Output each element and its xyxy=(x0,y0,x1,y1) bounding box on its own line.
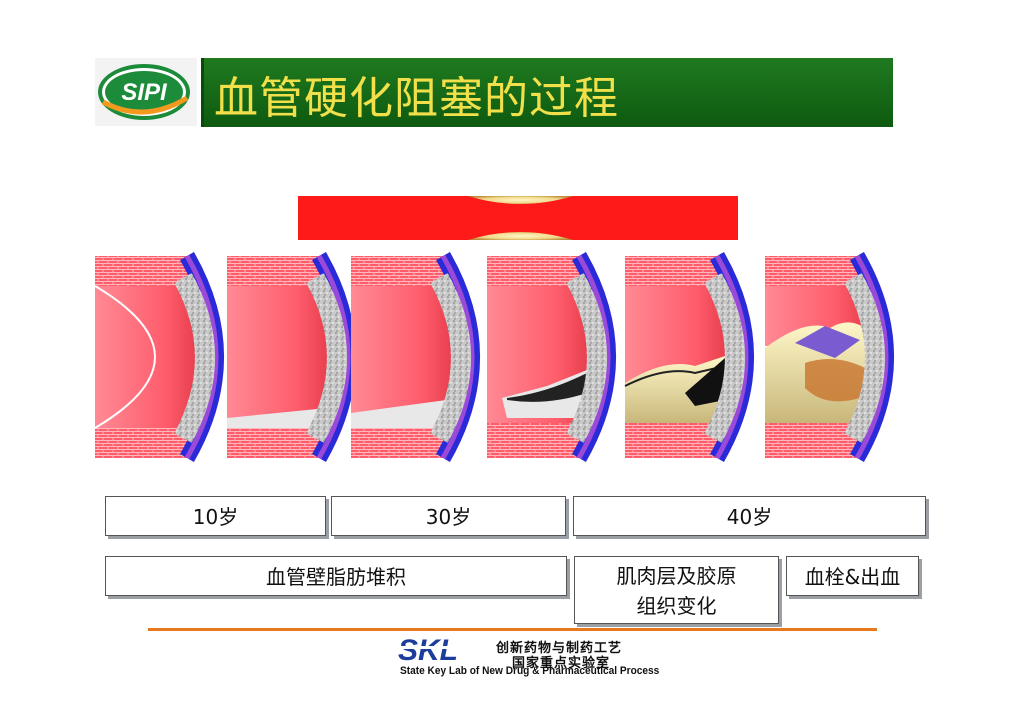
age-label-40: 40岁 xyxy=(573,496,926,536)
age-label-text: 40岁 xyxy=(574,497,925,537)
vessel-stage-6 xyxy=(765,256,886,458)
stage-label-thrombosis: 血栓&出血 xyxy=(786,556,919,596)
red-banner xyxy=(298,196,738,240)
age-label-30: 30岁 xyxy=(331,496,566,536)
stage-label-text-line1: 肌肉层及胶原 xyxy=(575,561,778,591)
sipi-logo: SIPI xyxy=(95,58,197,126)
footer-divider xyxy=(148,628,877,631)
stage-label-fat-buildup: 血管壁脂肪堆积 xyxy=(105,556,567,596)
age-label-text: 10岁 xyxy=(106,497,325,537)
stage-label-text: 血栓&出血 xyxy=(787,557,918,597)
skl-logo: SKL xyxy=(398,636,494,664)
age-label-10: 10岁 xyxy=(105,496,326,536)
title-bar: 血管硬化阻塞的过程 xyxy=(201,58,893,127)
vessel-stage-3 xyxy=(351,256,472,458)
logo-text: SIPI xyxy=(121,79,168,106)
vessel-stage-4 xyxy=(487,256,608,458)
stage-label-text: 血管壁脂肪堆积 xyxy=(106,557,566,597)
vessel-stage-5 xyxy=(625,256,746,458)
vessel-stage-2 xyxy=(227,256,348,458)
vessel-stage-1 xyxy=(95,256,216,458)
vessel-illustrations xyxy=(95,248,925,468)
stage-label-muscle-collagen: 肌肉层及胶原 组织变化 xyxy=(574,556,779,624)
stage-label-text-line2: 组织变化 xyxy=(575,591,778,621)
footer-en-text: State Key Lab of New Drug & Pharmaceutic… xyxy=(400,665,659,677)
skl-logo-text: SKL xyxy=(398,636,458,664)
age-label-text: 30岁 xyxy=(332,497,565,537)
page-title: 血管硬化阻塞的过程 xyxy=(214,62,619,126)
